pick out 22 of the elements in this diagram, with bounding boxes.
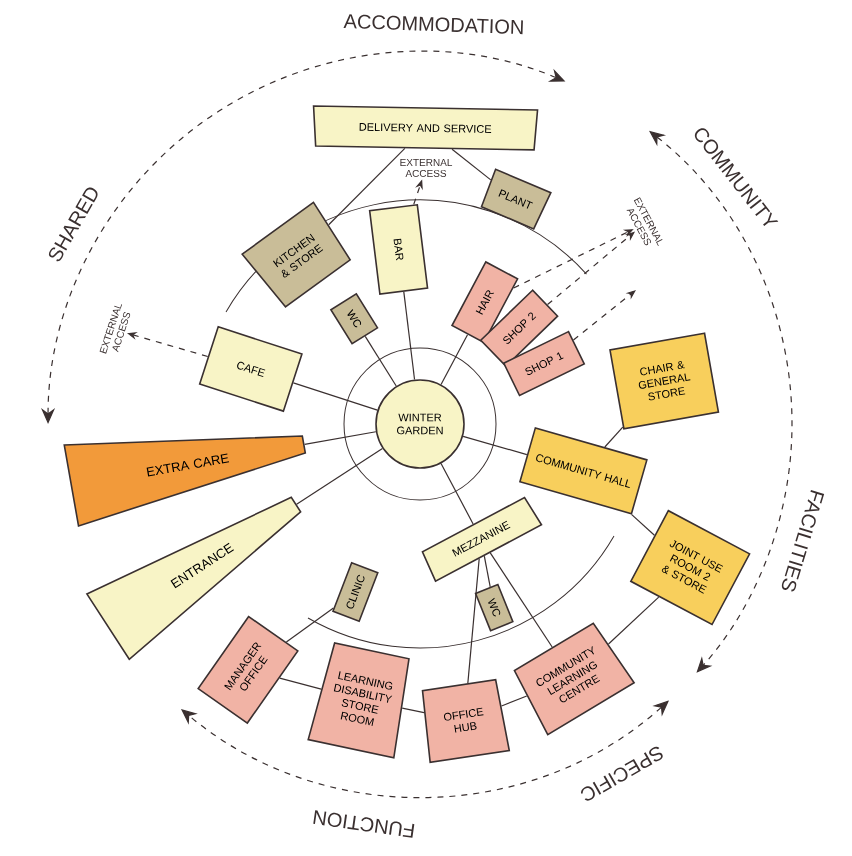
arc-label: ACCOMMODATION xyxy=(343,14,523,35)
connector-line xyxy=(489,552,553,648)
arc-label: FUNCTION xyxy=(313,810,415,838)
connector-line xyxy=(604,426,624,448)
connector-line xyxy=(607,596,660,645)
connector-line xyxy=(279,677,322,690)
connector-line xyxy=(292,382,378,411)
connector-line xyxy=(483,555,491,588)
connector-line xyxy=(403,291,416,381)
connector-line xyxy=(467,558,480,684)
connector-line xyxy=(328,147,406,226)
connector-line xyxy=(631,514,656,536)
connector-line xyxy=(304,431,377,445)
connector-line xyxy=(440,462,474,525)
connector-line xyxy=(500,695,528,707)
connector-line xyxy=(364,335,397,387)
connector-line xyxy=(462,435,528,456)
connector-line xyxy=(451,148,492,181)
connector-line xyxy=(285,607,335,643)
connector-line xyxy=(401,707,425,714)
connector-line xyxy=(296,447,384,505)
access-arrow xyxy=(572,290,636,341)
